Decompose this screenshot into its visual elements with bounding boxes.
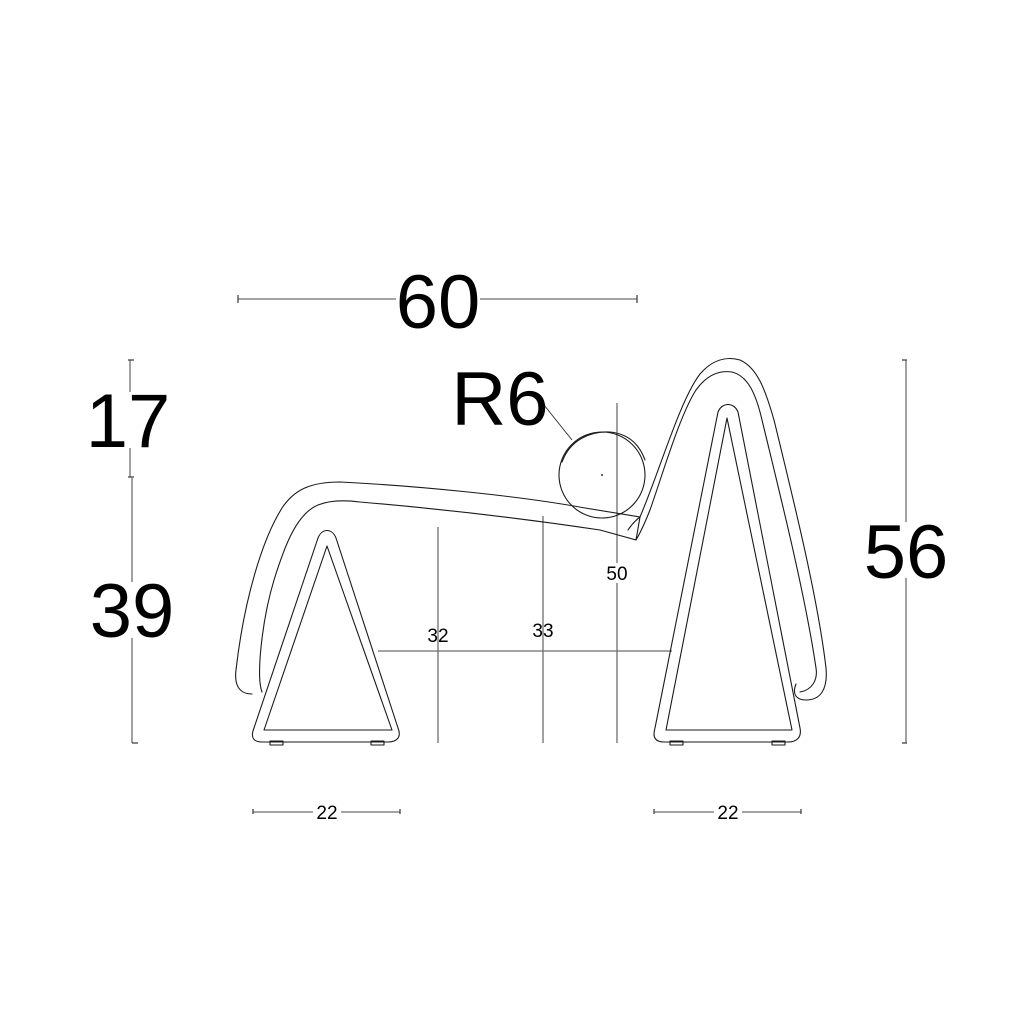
cushion-roll-r6: R6 xyxy=(451,357,646,519)
dimension-width-60: 60 xyxy=(237,260,638,345)
dimension-label-left-leg: 22 xyxy=(316,803,337,824)
dimension-label-radius: R6 xyxy=(451,357,548,442)
dimension-label-seat-height-side: 39 xyxy=(90,569,175,654)
dimension-label-mid-seat: 33 xyxy=(532,621,553,642)
chair-seat-back-shell xyxy=(235,357,827,701)
dimension-label-front-seat: 32 xyxy=(427,626,448,647)
dimension-label-upper-height: 17 xyxy=(86,379,171,464)
dimension-right-leg-base: 22 xyxy=(653,802,802,824)
dimension-overall-height: 56 xyxy=(864,359,949,744)
chair-left-leg xyxy=(251,529,400,746)
chair-right-leg xyxy=(653,403,801,746)
dimension-inner-heights: 32 33 50 xyxy=(378,403,672,743)
dimension-label-overall-height: 56 xyxy=(864,510,949,595)
dimension-label-rear-seat: 50 xyxy=(606,564,627,585)
dimension-label-right-leg: 22 xyxy=(717,803,738,824)
dimension-left-leg-base: 22 xyxy=(252,802,401,824)
dimension-left-vertical: 17 39 xyxy=(86,359,175,744)
dimension-label-width: 60 xyxy=(396,260,481,345)
